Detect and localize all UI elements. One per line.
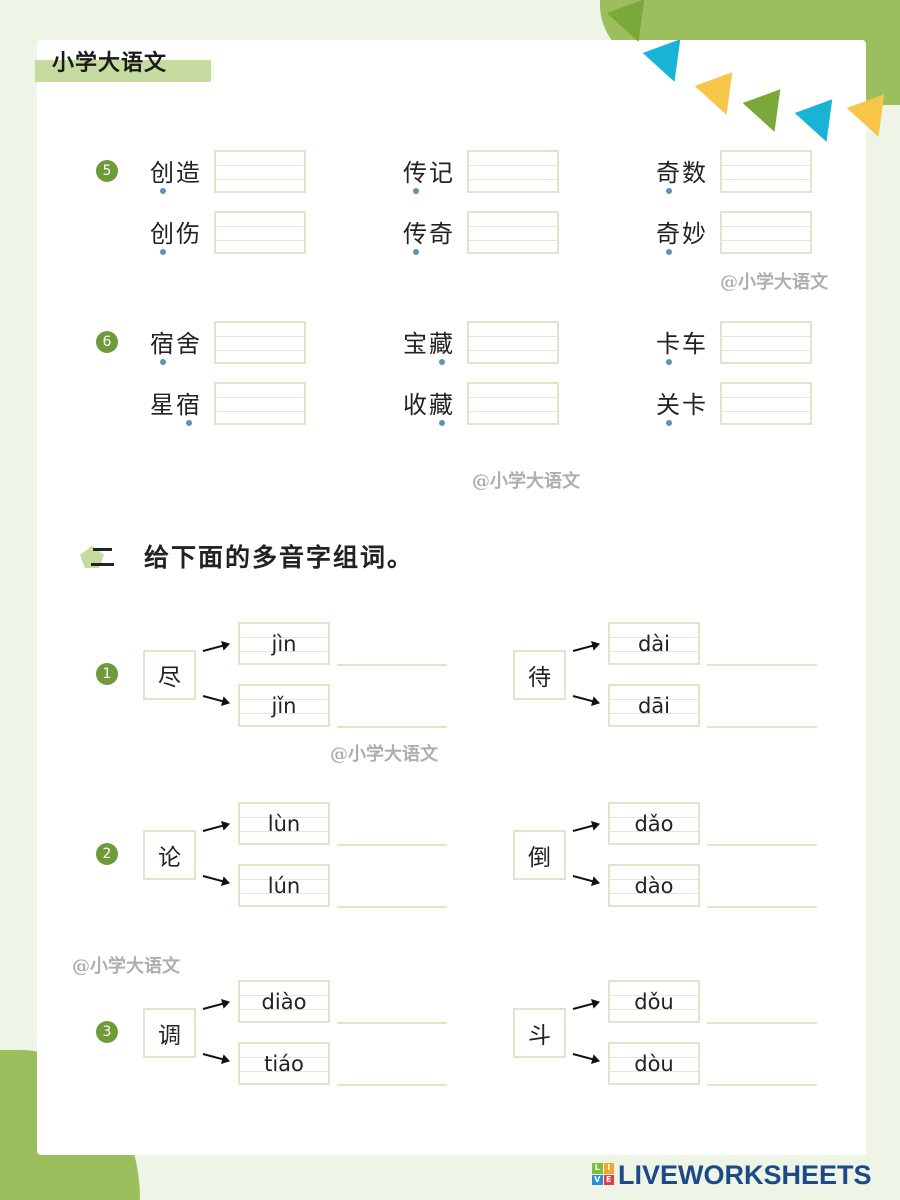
polyphonic-word: 宝藏	[403, 330, 455, 358]
pinyin-answer-box[interactable]	[214, 150, 306, 193]
item-number-badge: 1	[96, 663, 118, 685]
watermark: @小学大语文	[72, 956, 180, 977]
polyphonic-word: 宿舍	[150, 330, 202, 358]
word-answer-line[interactable]	[337, 726, 447, 728]
word-answer-line[interactable]	[707, 906, 817, 908]
item-number-badge: 6	[96, 331, 118, 353]
emphasis-dot	[439, 420, 445, 426]
pinyin-answer-box[interactable]	[720, 321, 812, 364]
polyphonic-word: 卡车	[656, 330, 708, 358]
emphasis-dot	[160, 249, 166, 255]
polyphonic-word: 创伤	[150, 220, 202, 248]
header-bar	[35, 60, 211, 82]
emphasis-dot	[666, 188, 672, 194]
pinyin-box: tiáo	[238, 1042, 330, 1085]
watermark: @小学大语文	[330, 744, 438, 765]
pinyin-box: dǒu	[608, 980, 700, 1023]
polyphonic-word: 星宿	[150, 391, 202, 419]
character-box: 论	[143, 830, 196, 880]
liveworksheets-brand: LIVEWORKSHEETS	[618, 1160, 872, 1190]
section-marker-icon	[80, 546, 104, 568]
word-answer-line[interactable]	[707, 844, 817, 846]
pinyin-box: jìn	[238, 622, 330, 665]
header-title: 小学大语文	[52, 50, 168, 76]
worksheet-card	[37, 40, 866, 1155]
polyphonic-word: 传记	[403, 159, 455, 187]
watermark: @小学大语文	[720, 272, 828, 293]
emphasis-dot	[160, 188, 166, 194]
pinyin-answer-box[interactable]	[214, 211, 306, 254]
pinyin-box: jǐn	[238, 684, 330, 727]
item-number-badge: 3	[96, 1021, 118, 1043]
character-box: 调	[143, 1008, 196, 1058]
pinyin-answer-box[interactable]	[467, 150, 559, 193]
polyphonic-word: 传奇	[403, 220, 455, 248]
polyphonic-word: 创造	[150, 159, 202, 187]
pinyin-box: dāi	[608, 684, 700, 727]
polyphonic-word: 收藏	[403, 391, 455, 419]
word-answer-line[interactable]	[337, 1084, 447, 1086]
character-box: 斗	[513, 1008, 566, 1058]
pinyin-box: dài	[608, 622, 700, 665]
item-number-badge: 5	[96, 160, 118, 182]
word-answer-line[interactable]	[337, 1022, 447, 1024]
pinyin-answer-box[interactable]	[467, 382, 559, 425]
emphasis-dot	[186, 420, 192, 426]
polyphonic-word: 奇数	[656, 159, 708, 187]
polyphonic-word: 关卡	[656, 391, 708, 419]
pinyin-box: lùn	[238, 802, 330, 845]
word-answer-line[interactable]	[707, 1022, 817, 1024]
logo-letter: I	[603, 1163, 614, 1174]
character-box: 尽	[143, 650, 196, 700]
pinyin-answer-box[interactable]	[720, 211, 812, 254]
item-number-badge: 2	[96, 843, 118, 865]
pinyin-answer-box[interactable]	[214, 321, 306, 364]
character-box: 倒	[513, 830, 566, 880]
emphasis-dot	[439, 359, 445, 365]
emphasis-dot	[666, 249, 672, 255]
pinyin-box: diào	[238, 980, 330, 1023]
emphasis-dot	[413, 249, 419, 255]
pinyin-box: dǎo	[608, 802, 700, 845]
word-answer-line[interactable]	[337, 664, 447, 666]
pinyin-answer-box[interactable]	[467, 321, 559, 364]
word-answer-line[interactable]	[707, 726, 817, 728]
pinyin-box: dào	[608, 864, 700, 907]
emphasis-dot	[666, 359, 672, 365]
emphasis-dot	[413, 188, 419, 194]
word-answer-line[interactable]	[337, 844, 447, 846]
character-box: 待	[513, 650, 566, 700]
pinyin-answer-box[interactable]	[720, 150, 812, 193]
pinyin-answer-box[interactable]	[720, 382, 812, 425]
logo-letter: E	[603, 1174, 614, 1185]
word-answer-line[interactable]	[337, 906, 447, 908]
logo-letter: L	[592, 1163, 603, 1174]
emphasis-dot	[666, 420, 672, 426]
watermark: @小学大语文	[472, 471, 580, 492]
word-answer-line[interactable]	[707, 1084, 817, 1086]
pinyin-answer-box[interactable]	[467, 211, 559, 254]
emphasis-dot	[160, 359, 166, 365]
pinyin-box: lún	[238, 864, 330, 907]
word-answer-line[interactable]	[707, 664, 817, 666]
logo-letter: V	[592, 1174, 603, 1185]
polyphonic-word: 奇妙	[656, 220, 708, 248]
section-2-title: 二 给下面的多音字组词。	[90, 543, 415, 572]
pinyin-box: dòu	[608, 1042, 700, 1085]
liveworksheets-logo-icon: L I V E	[592, 1163, 614, 1185]
pinyin-answer-box[interactable]	[214, 382, 306, 425]
